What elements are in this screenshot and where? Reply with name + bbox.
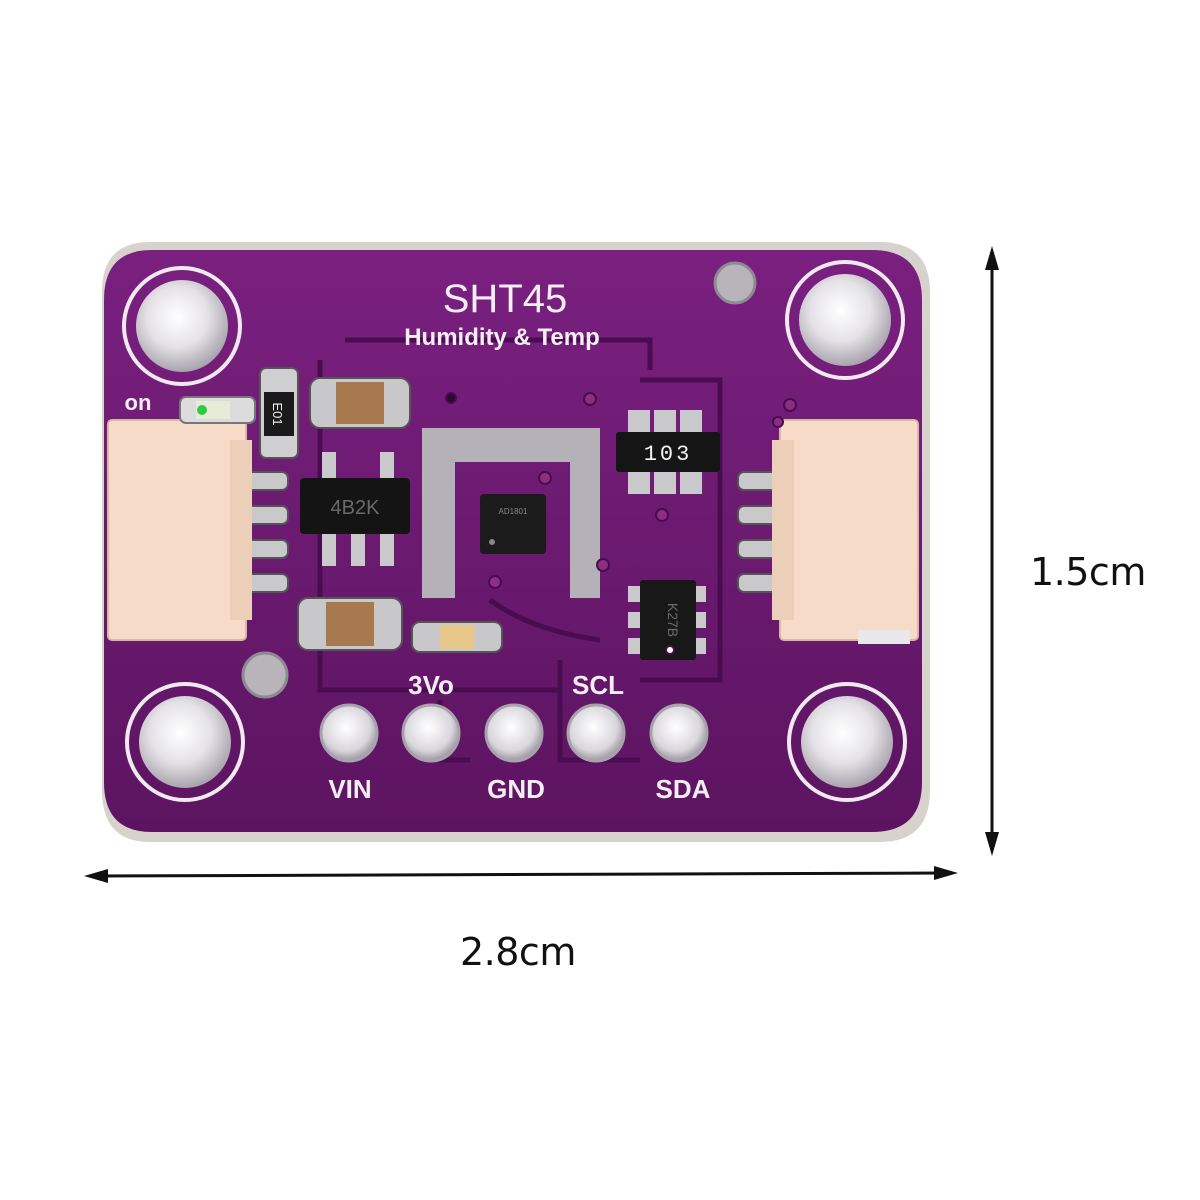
resistor-marking: E01 [270, 402, 285, 425]
voltage-regulator [300, 452, 410, 566]
small-chip-marking: K27B [665, 603, 681, 637]
right-connector [737, 419, 919, 644]
resistor-array [616, 410, 720, 494]
pad-gnd [484, 703, 544, 763]
mounting-hole-top-left [122, 266, 242, 386]
mounting-holes [122, 260, 907, 802]
power-led [179, 396, 256, 424]
capacitor-bottom [297, 597, 403, 651]
height-dimension-label: 1.5cm [1030, 550, 1146, 594]
height-dimension-arrow [985, 246, 999, 856]
fiducial-top [713, 261, 757, 305]
pad-3vo [401, 703, 461, 763]
capacitor-small [411, 621, 503, 653]
width-dimension-arrow [84, 866, 958, 883]
width-dimension-label: 2.8cm [460, 930, 576, 974]
fiducial-bottom [241, 651, 289, 699]
led-label: on [125, 390, 152, 415]
small-chip [628, 580, 706, 660]
pad-sda [649, 703, 709, 763]
pin-label-sda: SDA [656, 774, 711, 804]
header-pads [319, 703, 709, 763]
capacitor-top [309, 377, 411, 429]
vias [445, 392, 797, 655]
mounting-hole-top-right [785, 260, 905, 380]
resistor-array-marking: 103 [644, 442, 693, 467]
pad-vin [319, 703, 379, 763]
copper-traces [317, 337, 723, 763]
pin-label-vin: VIN [328, 774, 371, 804]
pin-label-gnd: GND [487, 774, 545, 804]
left-connector [107, 419, 289, 641]
board-subtitle: Humidity & Temp [404, 324, 600, 351]
sensor-marking: AD1801 [499, 507, 528, 516]
mounting-hole-bottom-right [787, 682, 907, 802]
regulator-marking: 4B2K [331, 497, 381, 519]
mounting-hole-bottom-left [125, 682, 245, 802]
pin-label-3vo: 3Vo [408, 670, 454, 700]
sensor-slot [422, 428, 600, 598]
pin-label-scl: SCL [572, 670, 624, 700]
pad-scl [566, 703, 626, 763]
board-title: SHT45 [443, 277, 568, 321]
resistor-e01 [259, 367, 299, 459]
